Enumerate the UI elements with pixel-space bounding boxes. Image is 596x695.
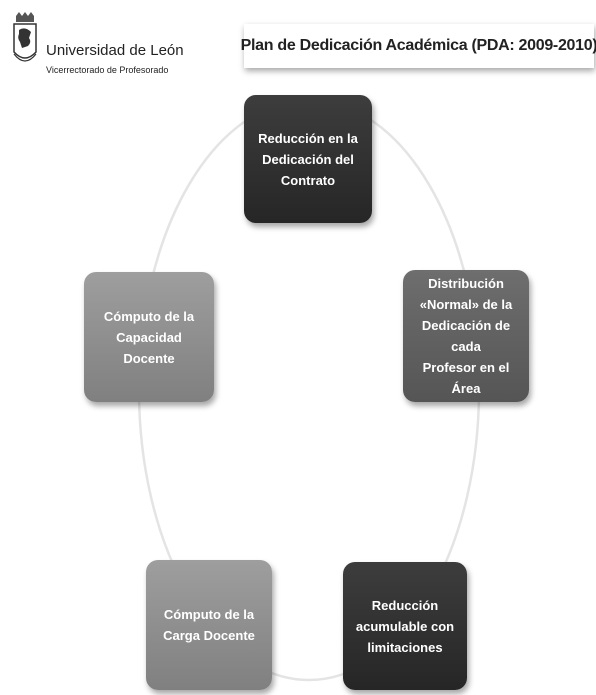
cycle-node-computo-capacidad-docente: Cómputo de la Capacidad Docente xyxy=(84,272,214,402)
university-crest-icon xyxy=(13,12,37,62)
university-logo: Universidad de León Vicerrectorado de Pr… xyxy=(8,10,184,80)
cycle-node-reduccion-dedicacion-contrato: Reducción en la Dedicación del Contrato xyxy=(244,95,372,223)
cycle-node-reduccion-acumulable: Reducción acumulable con limitaciones xyxy=(343,562,467,690)
cycle-node-distribucion-normal: Distribución «Normal» de la Dedicación d… xyxy=(403,270,529,402)
cycle-node-label: Cómputo de la Carga Docente xyxy=(163,607,255,643)
cycle-node-label: Reducción acumulable con limitaciones xyxy=(355,597,455,655)
cycle-node-computo-carga-docente: Cómputo de la Carga Docente xyxy=(146,560,272,690)
cycle-node-label: Distribución «Normal» de la Dedicación d… xyxy=(419,276,513,396)
page-title: Plan de Dedicación Académica (PDA: 2009-… xyxy=(240,37,596,54)
university-subtitle: Vicerrectorado de Profesorado xyxy=(46,65,169,75)
university-name: Universidad de León xyxy=(46,42,184,59)
title-box: Plan de Dedicación Académica (PDA: 2009-… xyxy=(240,24,596,68)
cycle-node-label: Cómputo de la Capacidad Docente xyxy=(103,308,195,366)
cycle-node-label: Reducción en la Dedicación del Contrato xyxy=(258,130,358,188)
